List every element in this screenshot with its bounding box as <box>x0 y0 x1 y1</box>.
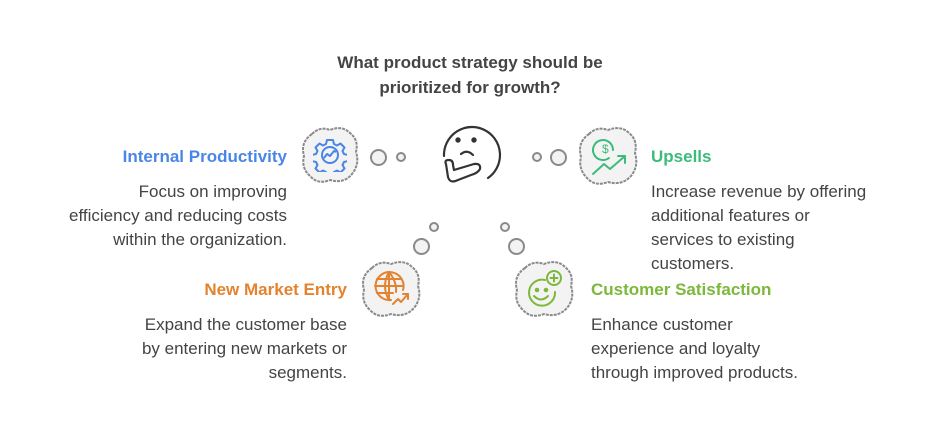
strategy-new-market-entry: New Market Entry Expand the customer bas… <box>60 279 347 385</box>
strategy-description: Expand the customer base by entering new… <box>60 313 347 385</box>
strategy-title: Internal Productivity <box>122 147 287 166</box>
desc-line: through improved products. <box>591 363 798 382</box>
strategy-title: Customer Satisfaction <box>591 280 772 299</box>
desc-line: additional features or <box>651 206 810 225</box>
strategy-description: Increase revenue by offering additional … <box>651 180 921 276</box>
strategy-title: Upsells <box>651 147 712 166</box>
cloud-new-market-entry <box>360 258 422 320</box>
desc-line: segments. <box>268 363 347 382</box>
thought-bubble-large <box>550 149 567 166</box>
thinking-face-icon <box>436 120 502 190</box>
thought-bubble-large <box>413 238 430 255</box>
desc-line: Increase revenue by offering <box>651 182 867 201</box>
svg-text:$: $ <box>602 142 609 156</box>
cloud-internal-productivity <box>300 124 360 186</box>
desc-line: efficiency and reducing costs <box>69 206 287 225</box>
thought-bubble-small <box>500 222 510 232</box>
smile-plus-icon <box>528 270 562 307</box>
thought-bubble-large <box>508 238 525 255</box>
gear-chart-icon <box>313 139 347 172</box>
strategy-title: New Market Entry <box>204 280 347 299</box>
strategy-customer-satisfaction: Customer Satisfaction Enhance customer e… <box>591 279 891 385</box>
desc-line: within the organization. <box>113 230 287 249</box>
desc-line: Focus on improving <box>138 182 287 201</box>
desc-line: customers. <box>651 254 735 273</box>
desc-line: services to existing <box>651 230 795 249</box>
desc-line: Expand the customer base <box>144 315 347 334</box>
globe-growth-icon <box>374 271 409 305</box>
dollar-growth-icon: $ <box>592 139 626 175</box>
strategy-description: Focus on improving efficiency and reduci… <box>40 180 287 252</box>
question-line-2: prioritized for growth? <box>379 78 561 97</box>
question-heading: What product strategy should be prioriti… <box>300 50 640 100</box>
desc-line: Enhance customer <box>591 315 733 334</box>
desc-line: experience and loyalty <box>591 339 761 358</box>
question-line-1: What product strategy should be <box>337 53 603 72</box>
cloud-customer-satisfaction <box>513 258 575 320</box>
strategy-internal-productivity: Internal Productivity Focus on improving… <box>40 146 287 252</box>
thought-bubble-small <box>396 152 406 162</box>
thought-bubble-small <box>532 152 542 162</box>
thought-bubble-large <box>370 149 387 166</box>
thought-bubble-small <box>429 222 439 232</box>
desc-line: by entering new markets or <box>141 339 347 358</box>
strategy-description: Enhance customer experience and loyalty … <box>591 313 891 385</box>
strategy-upsells: Upsells Increase revenue by offering add… <box>651 146 921 276</box>
cloud-upsells: $ <box>577 124 639 188</box>
